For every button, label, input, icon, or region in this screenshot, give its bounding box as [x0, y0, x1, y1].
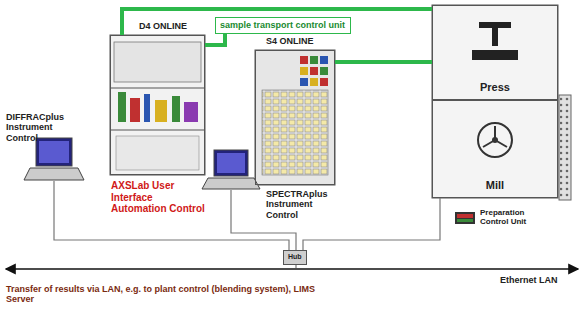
lan-wires: [54, 181, 440, 268]
transport-control-box: sample transport control unit: [215, 17, 351, 34]
d4-cabinet: [110, 35, 205, 175]
software-label: AXSLab User Interface Automation Control: [111, 180, 206, 215]
instrument-label: SPECTRAplus Instrument Control: [266, 189, 336, 220]
diffrac-laptop: [24, 138, 84, 180]
instrument-label: DIFFRACplus Instrument Control: [6, 112, 86, 143]
d4-cabinet-node: D4 ONLINE: [110, 35, 205, 175]
transport-line: [122, 9, 432, 35]
press-mill-unit: [432, 5, 571, 200]
node-text: Hub: [288, 253, 302, 261]
node-text: Press: [433, 81, 557, 94]
node-text: Mill: [433, 179, 557, 192]
node-text: sample transport control unit: [220, 20, 346, 30]
transport-line: [205, 34, 225, 45]
node-text: S4 ONLINE: [266, 36, 314, 46]
transport-line: [335, 60, 432, 64]
preparation-control-icon: [455, 212, 475, 224]
ethernet-arrow: [6, 268, 578, 269]
spectra-laptop: [202, 150, 260, 189]
node-text: D4 ONLINE: [139, 21, 187, 31]
network-label: Ethernet LAN: [500, 275, 580, 285]
hub-box: Hub: [283, 250, 307, 265]
note-text: Transfer of results via LAN, e.g. to pla…: [6, 284, 336, 305]
s4-cabinet: [255, 50, 335, 185]
control-unit-label: Preparation Control Unit: [480, 208, 550, 226]
press-node: Press: [432, 5, 558, 100]
mill-node: Mill: [432, 100, 558, 198]
s4-cabinet-node: S4 ONLINE: [255, 50, 335, 185]
